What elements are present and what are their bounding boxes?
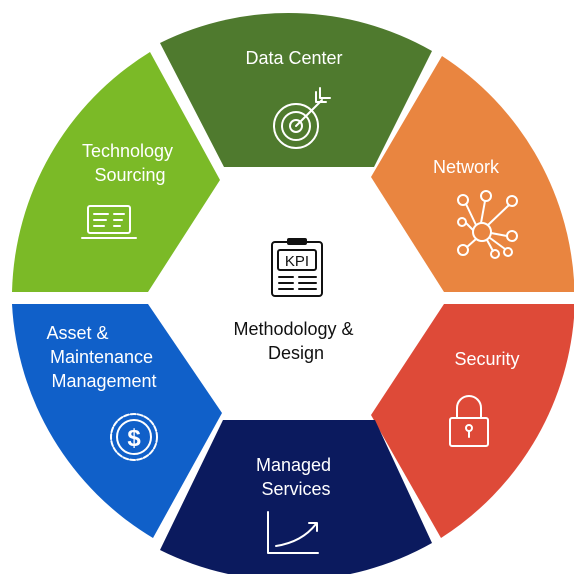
- segment-label-asset-maintenance: Asset & Maintenance Management: [46, 323, 158, 391]
- center-label: Methodology & Design: [233, 319, 358, 363]
- laptop-icon: [81, 205, 137, 239]
- svg-text:KPI: KPI: [285, 253, 309, 270]
- segment-network: [371, 56, 574, 292]
- network-nodes-icon: [457, 190, 518, 259]
- segment-label-technology-sourcing: Technology Sourcing: [82, 141, 178, 185]
- segment-label-managed-services: Managed Services: [256, 455, 336, 499]
- segment-label-security: Security: [454, 349, 519, 369]
- padlock-icon: [449, 395, 489, 447]
- kpi-clipboard-icon: KPI: [271, 238, 323, 297]
- segment-label-data-center: Data Center: [245, 48, 342, 68]
- center-label-line1: Methodology &: [233, 319, 353, 339]
- segment-label-network: Network: [433, 157, 500, 177]
- segment-data-center: [160, 12, 432, 167]
- segment-technology-sourcing: [12, 52, 220, 292]
- target-icon: [273, 87, 331, 149]
- center-label-line2: Design: [268, 343, 324, 363]
- segment-security: [371, 304, 574, 538]
- dollar-coin-icon: $: [110, 413, 158, 461]
- svg-text:$: $: [127, 425, 141, 452]
- growth-chart-icon: [267, 511, 319, 554]
- segment-managed-services: [160, 420, 432, 574]
